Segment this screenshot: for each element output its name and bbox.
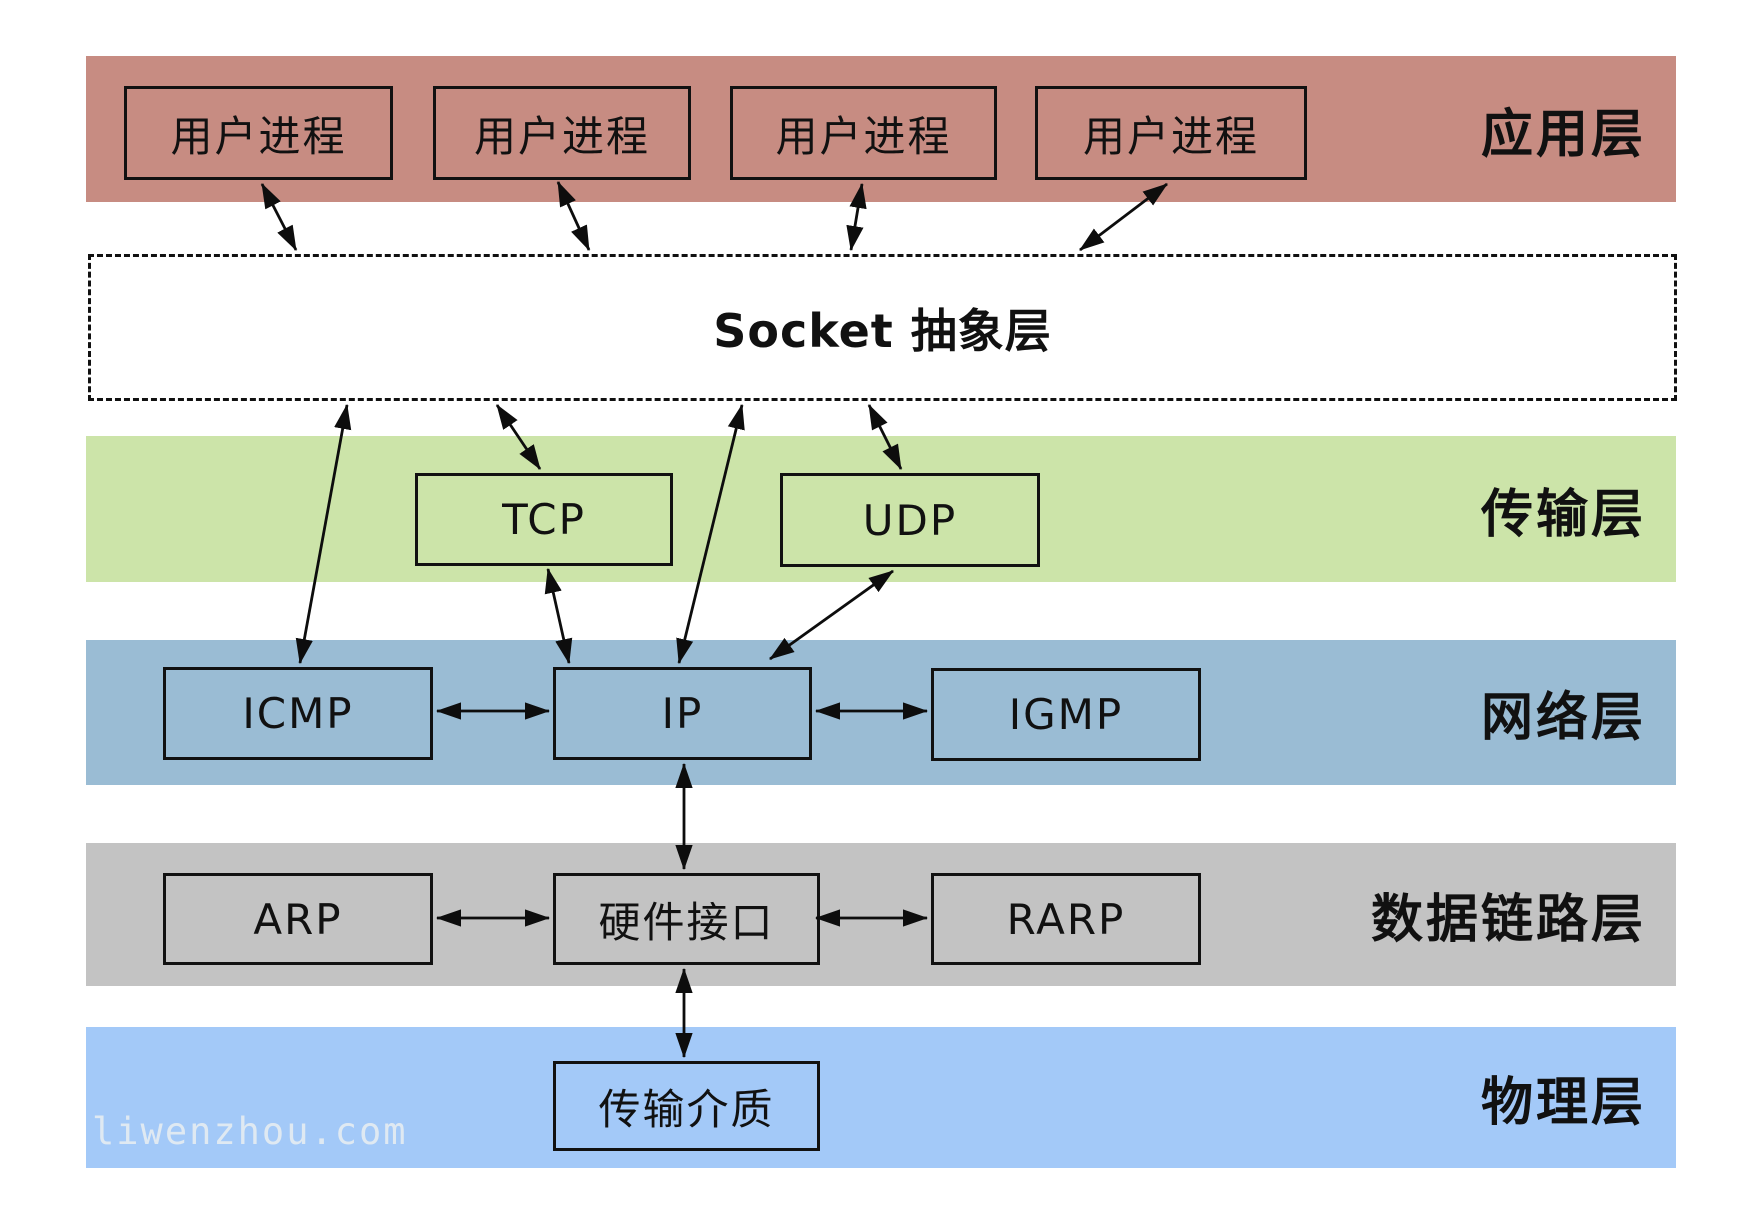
- node-user-process-1: 用户进程: [124, 86, 393, 180]
- node-hardware-interface: 硬件接口: [553, 873, 820, 965]
- node-igmp: IGMP: [931, 668, 1201, 761]
- node-udp: UDP: [780, 473, 1040, 567]
- layer-label-physical: 物理层: [1480, 1073, 1646, 1133]
- layer-label-transport: 传输层: [1480, 484, 1646, 545]
- node-icmp: ICMP: [163, 667, 433, 760]
- socket-abstraction-box: Socket 抽象层: [88, 254, 1677, 401]
- layer-label-network: 网络层: [1480, 688, 1646, 748]
- node-ip: IP: [553, 667, 812, 760]
- node-tcp: TCP: [415, 473, 673, 566]
- node-user-process-2: 用户进程: [433, 86, 691, 180]
- node-user-process-3: 用户进程: [730, 86, 997, 180]
- watermark: liwenzhou.com: [92, 1110, 408, 1153]
- node-rarp: RARP: [931, 873, 1201, 965]
- node-transmission-medium: 传输介质: [553, 1061, 820, 1151]
- band-physical: 物理层: [86, 1027, 1676, 1168]
- layer-label-application: 应用层: [1480, 104, 1646, 165]
- layer-label-datalink: 数据链路层: [1370, 890, 1646, 950]
- node-arp: ARP: [163, 873, 433, 965]
- socket-abstraction-label: Socket 抽象层: [713, 303, 1052, 358]
- node-user-process-4: 用户进程: [1035, 86, 1307, 180]
